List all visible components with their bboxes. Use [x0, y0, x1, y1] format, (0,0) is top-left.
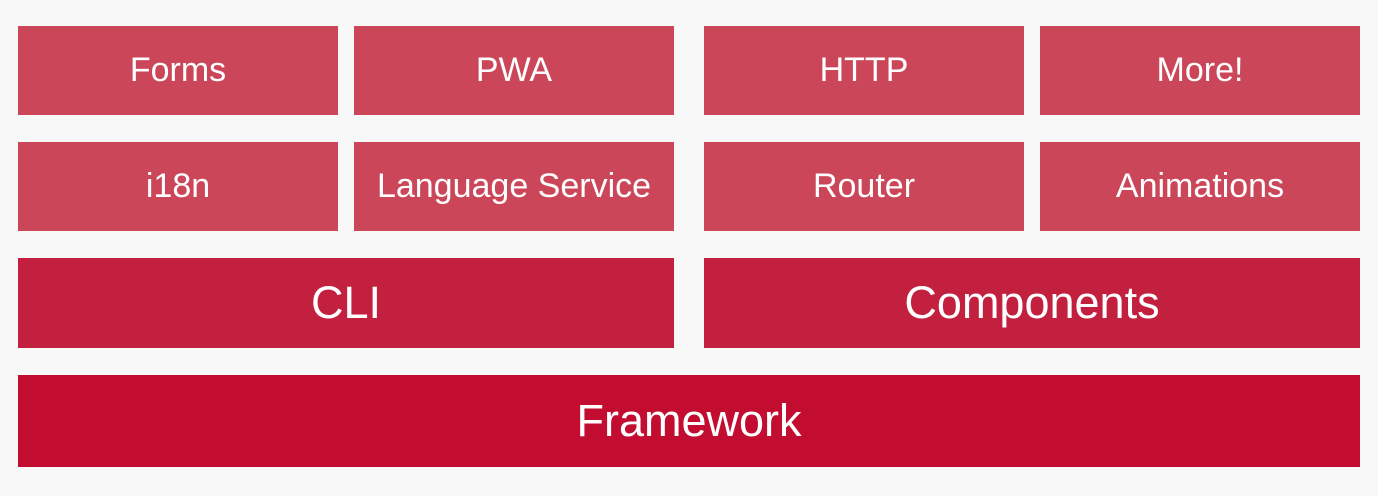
platform-stack-diagram: Forms PWA HTTP More! i18n Language Servi…	[18, 26, 1360, 467]
block-label: HTTP	[819, 51, 909, 89]
block-label: More!	[1156, 51, 1244, 89]
feature-row-2-left-group: i18n Language Service	[18, 142, 674, 231]
feature-row-2: i18n Language Service Router Animations	[18, 142, 1360, 231]
block-label: Components	[904, 277, 1160, 328]
tool-row: CLI Components	[18, 258, 1360, 348]
base-row: Framework	[18, 375, 1360, 467]
block-more: More!	[1040, 26, 1360, 115]
block-http: HTTP	[704, 26, 1024, 115]
block-framework: Framework	[18, 375, 1360, 467]
block-language-service: Language Service	[354, 142, 674, 231]
feature-row-1-left-group: Forms PWA	[18, 26, 674, 115]
block-label: Forms	[129, 51, 227, 89]
block-label: PWA	[475, 51, 553, 89]
feature-row-1-right-group: HTTP More!	[704, 26, 1360, 115]
block-pwa: PWA	[354, 26, 674, 115]
block-router: Router	[704, 142, 1024, 231]
block-label: Animations	[1115, 167, 1285, 205]
feature-row-2-right-group: Router Animations	[704, 142, 1360, 231]
block-forms: Forms	[18, 26, 338, 115]
block-label: Router	[812, 167, 916, 205]
block-label: Framework	[576, 395, 802, 446]
block-label: Language Service	[376, 167, 652, 205]
block-cli: CLI	[18, 258, 674, 348]
block-animations: Animations	[1040, 142, 1360, 231]
block-label: CLI	[310, 277, 382, 328]
block-label: i18n	[145, 167, 211, 205]
block-components: Components	[704, 258, 1360, 348]
feature-row-1: Forms PWA HTTP More!	[18, 26, 1360, 115]
block-i18n: i18n	[18, 142, 338, 231]
